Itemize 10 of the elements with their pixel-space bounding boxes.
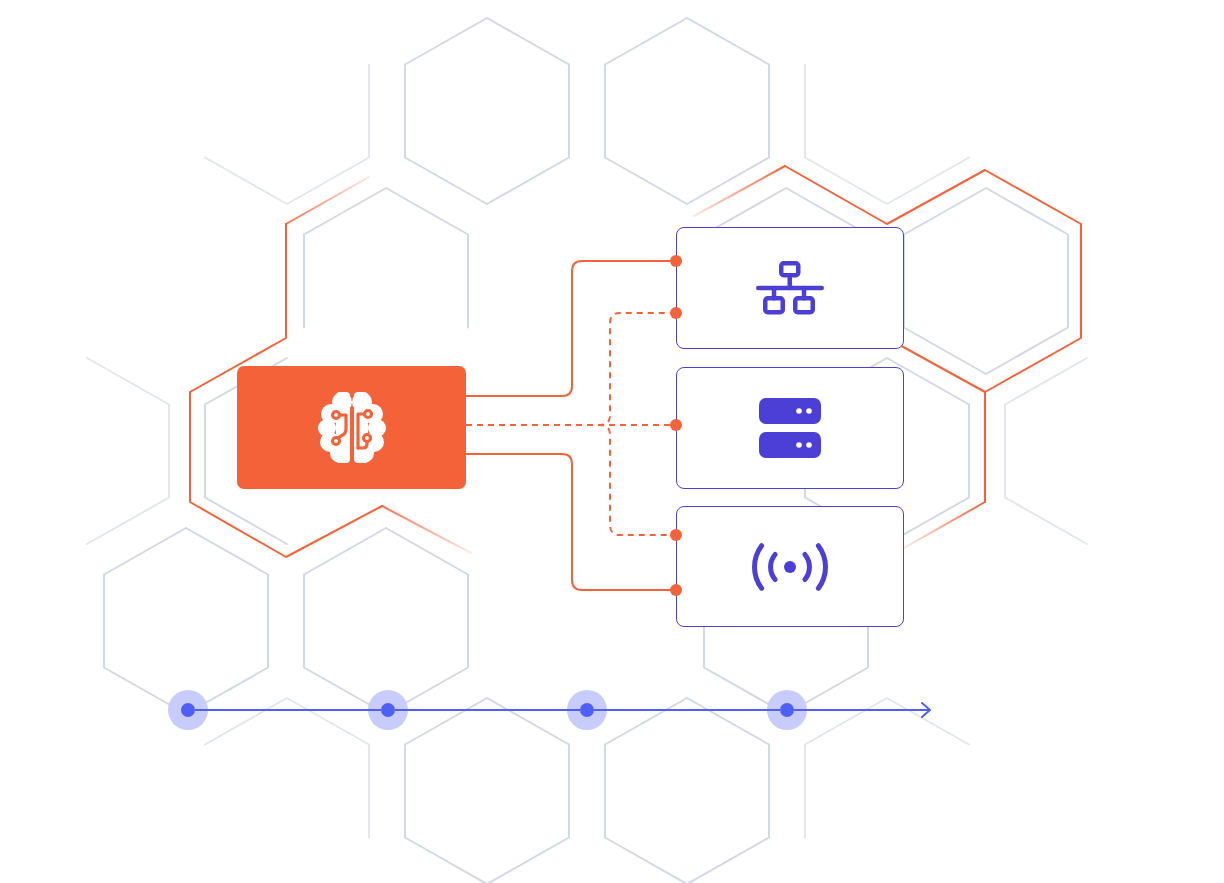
dashed-connector bbox=[465, 424, 682, 541]
process-box bbox=[676, 506, 904, 627]
connector bbox=[465, 255, 682, 397]
timeline-line bbox=[593, 709, 781, 711]
process-box bbox=[237, 366, 466, 489]
process-box bbox=[676, 227, 904, 349]
process-box bbox=[676, 367, 904, 489]
timeline-arrow bbox=[793, 702, 931, 718]
connector bbox=[465, 453, 682, 596]
timeline-line bbox=[394, 709, 581, 711]
